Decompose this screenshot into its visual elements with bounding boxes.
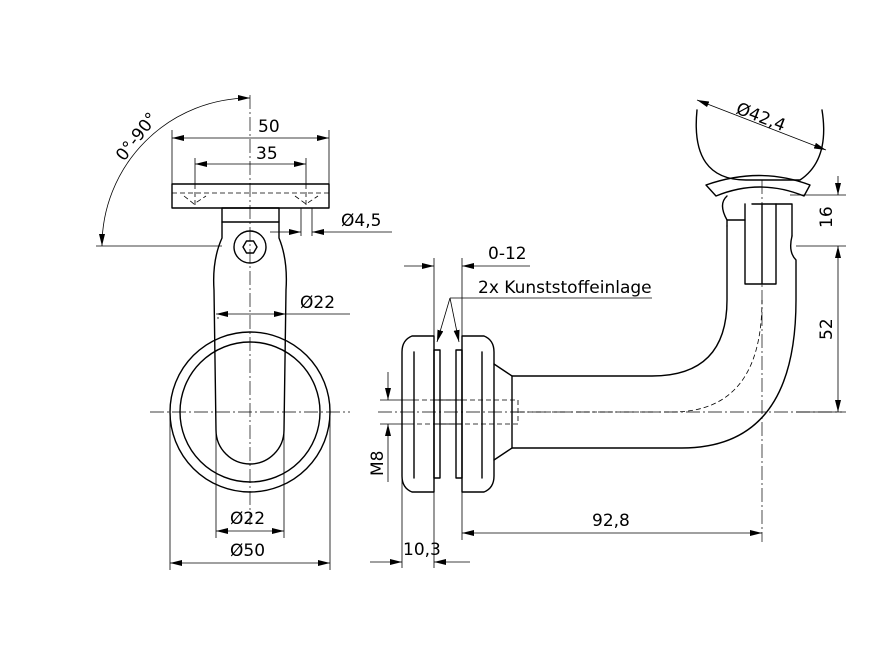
insert-left bbox=[433, 349, 441, 479]
outer-diameter-label: Ø50 bbox=[230, 541, 265, 561]
insert-leader-a bbox=[436, 297, 451, 343]
insert-note-label: 2x Kunststoffeinlage bbox=[478, 278, 652, 298]
hole-spacing-label: 35 bbox=[256, 144, 278, 164]
angle-arc bbox=[99, 95, 251, 247]
bolt-shank bbox=[433, 399, 463, 425]
left-disc bbox=[401, 335, 435, 493]
rail-diameter-label: Ø42,4 bbox=[733, 99, 788, 136]
swivel-block bbox=[221, 207, 280, 223]
countersink-right bbox=[294, 195, 319, 205]
m8-bolt bbox=[413, 399, 519, 425]
pivot-circle bbox=[233, 230, 267, 264]
hole-diameter-label: Ø4,5 bbox=[341, 211, 381, 231]
stem-diameter-label: Ø22 bbox=[300, 293, 335, 313]
arm-centerline-hidden bbox=[512, 299, 763, 413]
reach-label: 92,8 bbox=[592, 511, 630, 531]
gap-label: 0-12 bbox=[488, 244, 527, 264]
front-view: 0°-90° 50 35 Ø4,5 Ø22 Ø22 Ø50 bbox=[96, 95, 392, 570]
stem-body bbox=[212, 221, 288, 465]
pin-collar bbox=[775, 203, 793, 237]
arm-inner-contour bbox=[511, 225, 728, 377]
disc-width-label: 10,3 bbox=[403, 540, 441, 560]
insert-right bbox=[455, 349, 463, 479]
side-view: 0-12 2x Kunststoffeinlage M8 10,3 92,8 Ø… bbox=[368, 99, 846, 568]
saddle-height-label: 16 bbox=[817, 206, 837, 228]
pin-ring-left bbox=[721, 195, 728, 221]
inner-disc bbox=[179, 341, 321, 483]
arm-height-label: 52 bbox=[817, 318, 837, 340]
arm-outer-contour bbox=[511, 235, 797, 449]
saddle-cup bbox=[705, 174, 811, 197]
thread-label: M8 bbox=[368, 451, 388, 476]
mounting-plate bbox=[171, 183, 330, 209]
vertical-pin bbox=[726, 203, 777, 285]
angle-label: 0°-90° bbox=[112, 109, 162, 165]
plate-width-label: 50 bbox=[258, 117, 280, 137]
inner-diameter-label: Ø22 bbox=[230, 509, 265, 529]
rail-dia-dimline bbox=[696, 99, 827, 151]
insert-leader-b bbox=[449, 297, 460, 343]
right-disc bbox=[461, 335, 495, 493]
